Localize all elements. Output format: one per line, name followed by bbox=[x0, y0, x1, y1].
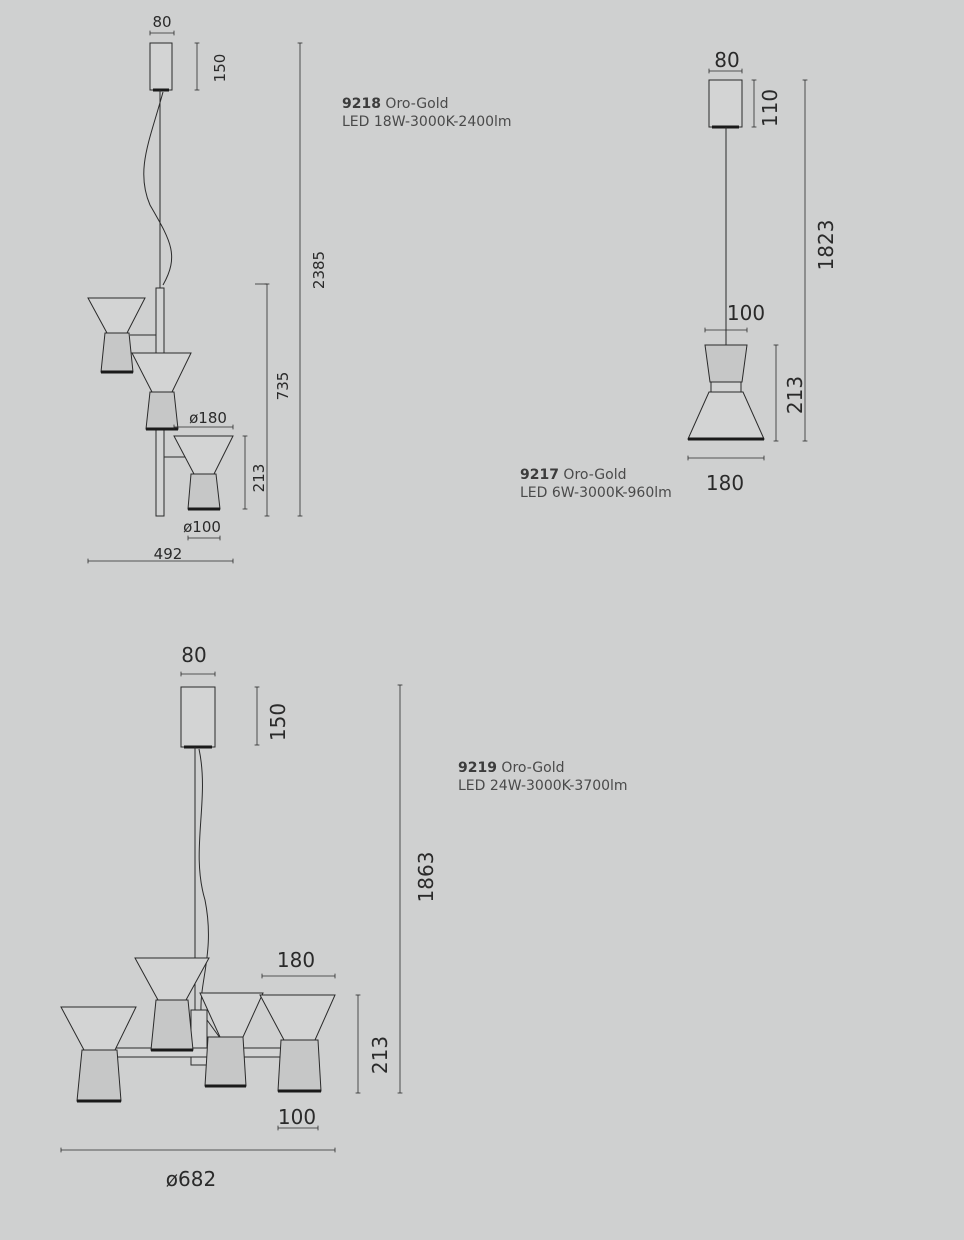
dim-9218-base-diameter: ø100 bbox=[183, 518, 221, 536]
canopy-9217 bbox=[708, 79, 743, 128]
dim-9219-canopy-height: 150 bbox=[266, 703, 290, 741]
dim-9218-head-height: 213 bbox=[250, 464, 268, 493]
product-spec-9219: LED 24W-3000K-3700lm bbox=[458, 778, 628, 794]
dim-9218-total-height: 2385 bbox=[310, 251, 328, 289]
dim-9218-canopy-width: 80 bbox=[152, 13, 171, 31]
head-9218-3 bbox=[173, 435, 234, 511]
dim-9219-total-height: 1863 bbox=[414, 852, 438, 903]
product-finish-9217: Oro-Gold bbox=[563, 467, 627, 483]
dim-9218-canopy-height: 150 bbox=[211, 54, 229, 83]
product-spec-9217: LED 6W-3000K-960lm bbox=[520, 485, 672, 501]
product-label-9218: 9218 Oro-Gold LED 18W-3000K-2400lm bbox=[342, 95, 512, 131]
head-9217 bbox=[687, 344, 765, 441]
head-9219-4 bbox=[259, 994, 336, 1093]
head-9219-1 bbox=[134, 957, 210, 1052]
product-spec-9218: LED 18W-3000K-2400lm bbox=[342, 114, 512, 130]
product-finish-9218: Oro-Gold bbox=[385, 96, 449, 112]
dim-9218-cluster-height: 735 bbox=[274, 372, 292, 401]
cable-wave-9219 bbox=[198, 748, 209, 1011]
dim-9219-overall-diameter: ø682 bbox=[166, 1167, 216, 1191]
head-9219-2 bbox=[199, 992, 264, 1088]
head-9219-3 bbox=[60, 1006, 137, 1103]
product-label-9219: 9219 Oro-Gold LED 24W-3000K-3700lm bbox=[458, 759, 628, 795]
dim-9219-shade-width: 180 bbox=[277, 948, 315, 972]
dim-9219-head-height: 213 bbox=[368, 1036, 392, 1074]
product-label-9217: 9217 Oro-Gold LED 6W-3000K-960lm bbox=[520, 466, 672, 502]
dim-9217-shade-width: 180 bbox=[706, 471, 744, 495]
head-9218-2 bbox=[131, 352, 192, 431]
dim-9217-head-height: 213 bbox=[783, 376, 807, 414]
cable-wave-9218 bbox=[143, 91, 173, 286]
dim-9217-canopy-width: 80 bbox=[714, 48, 739, 72]
product-code-9217: 9217 bbox=[520, 467, 559, 483]
lamp-9218-drawing: 80 150 2385 735 213 ø180 ø100 492 bbox=[87, 13, 328, 564]
product-code-9218: 9218 bbox=[342, 96, 381, 112]
head-9218-1 bbox=[87, 297, 146, 374]
canopy-9219 bbox=[180, 686, 216, 748]
dim-9219-canopy-width: 80 bbox=[181, 643, 206, 667]
dim-9219-base-width: 100 bbox=[278, 1105, 316, 1129]
dim-9217-top-diameter: 100 bbox=[727, 301, 765, 325]
dim-9217-total-height: 1823 bbox=[814, 220, 838, 271]
dim-9218-shade-diameter: ø180 bbox=[189, 409, 227, 427]
product-code-9219: 9219 bbox=[458, 760, 497, 776]
lamp-9219-drawing: 80 150 1863 180 213 100 ø682 bbox=[60, 643, 438, 1191]
product-finish-9219: Oro-Gold bbox=[501, 760, 565, 776]
lamp-9217-drawing: 80 110 1823 100 213 180 bbox=[687, 48, 838, 495]
dim-9218-overall-width: 492 bbox=[154, 545, 183, 563]
canopy-9218 bbox=[149, 42, 173, 91]
dim-9217-canopy-height: 110 bbox=[758, 89, 782, 127]
